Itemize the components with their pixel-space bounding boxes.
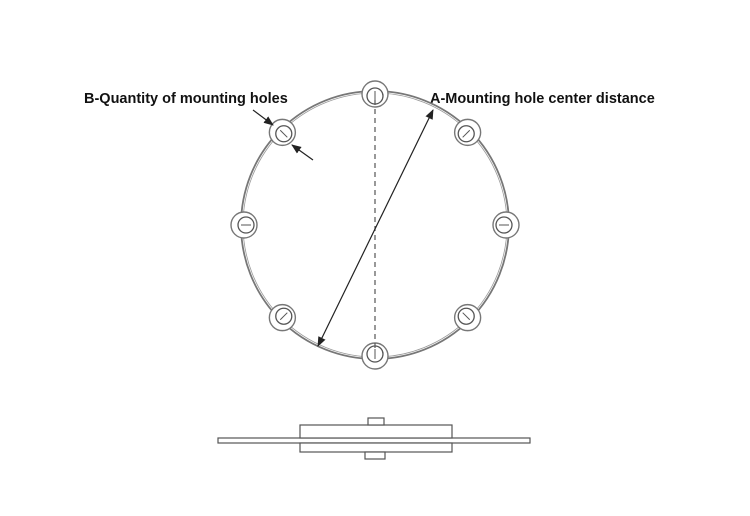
side-view-bottom-boss [364,451,386,460]
dimension-arrow-a [317,109,434,347]
mounting-hole-mark [462,312,471,321]
side-view-lower-body [299,442,453,453]
mounting-holes [230,80,520,370]
side-view-upper-body [299,424,453,439]
label-mounting-hole-center-distance: A-Mounting hole center distance [430,91,655,107]
mounting-hole-mark [462,129,471,138]
side-view-top-boss [367,417,385,426]
side-view-plate [217,437,531,444]
mounting-hole-mark [279,129,288,138]
pointer-arrow-b-upper [252,109,274,126]
mounting-hole-mark [279,312,288,321]
flange-side-view [217,417,531,460]
pointer-arrow-b-lower [291,144,314,161]
label-quantity-of-mounting-holes: B-Quantity of mounting holes [84,91,288,107]
